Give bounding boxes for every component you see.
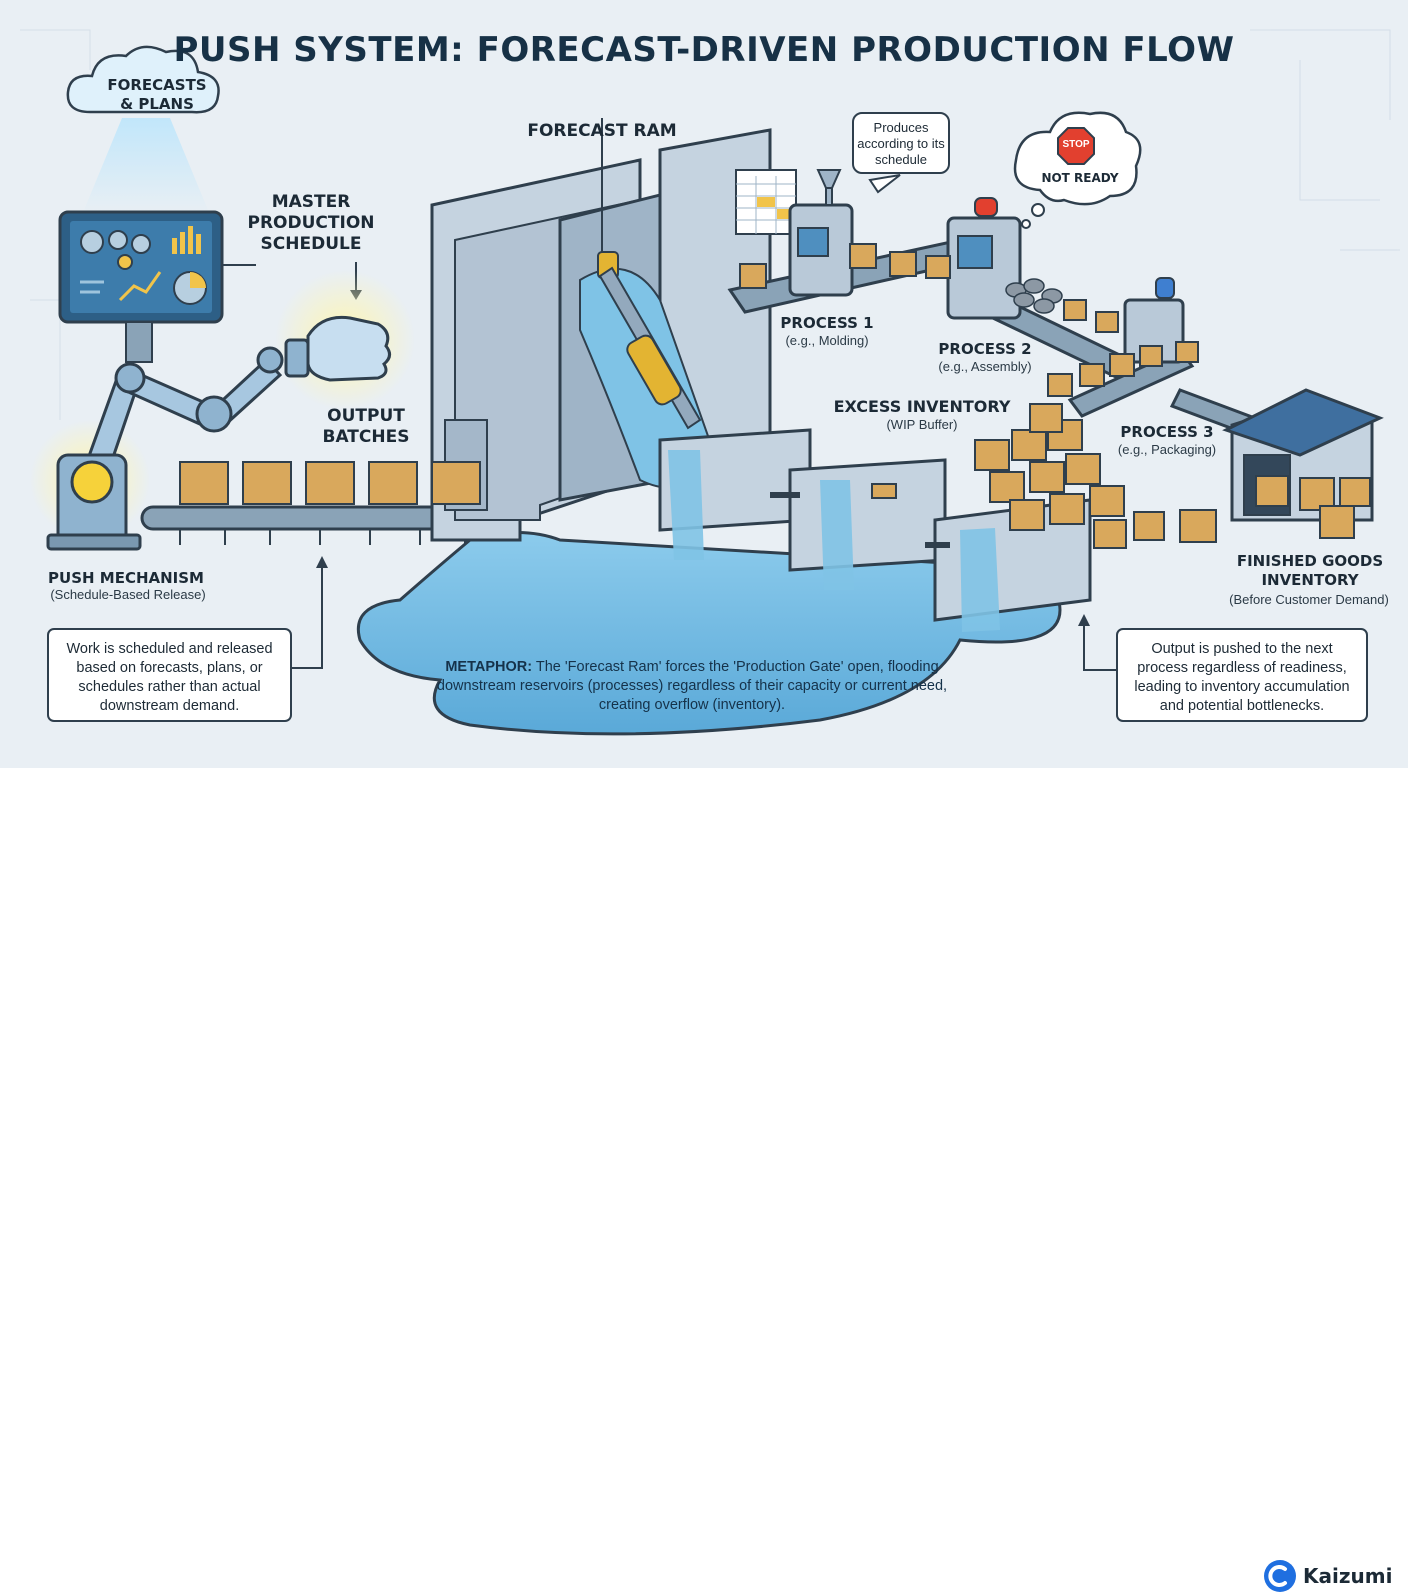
process-2-sub: (e.g., Assembly) bbox=[938, 359, 1032, 374]
stop-sign-text: STOP bbox=[1062, 139, 1090, 150]
process-2-label: PROCESS 2 bbox=[938, 340, 1032, 358]
page-title: PUSH SYSTEM: FORECAST-DRIVEN PRODUCTION … bbox=[173, 30, 1235, 70]
excess-inventory-sub: (WIP Buffer) bbox=[886, 417, 958, 432]
excess-inventory-label: EXCESS INVENTORY bbox=[833, 397, 1011, 416]
process-1-sub: (e.g., Molding) bbox=[785, 333, 869, 348]
scene-illustration bbox=[20, 29, 1400, 736]
diagram-canvas: PUSH SYSTEM: FORECAST-DRIVEN PRODUCTION … bbox=[0, 0, 1408, 768]
output-batches-label: OUTPUT BATCHES bbox=[322, 406, 410, 447]
finished-goods-label: FINISHED GOODS INVENTORY bbox=[1236, 552, 1384, 589]
brand-name: Kaizumi bbox=[1303, 1564, 1393, 1588]
footer: Kaizumi bbox=[0, 768, 1408, 1592]
circuit-decoration bbox=[20, 29, 1400, 420]
push-mechanism-label: PUSH MECHANISM bbox=[48, 569, 204, 587]
robot-arm bbox=[30, 270, 415, 551]
process-1-label: PROCESS 1 bbox=[780, 314, 874, 332]
stop-thought-cloud bbox=[1013, 111, 1142, 229]
inventory-boxes bbox=[179, 243, 1371, 549]
kaizumi-logo-icon bbox=[1264, 1560, 1296, 1592]
schedule-clipboard bbox=[735, 169, 797, 235]
not-ready-label: NOT READY bbox=[1041, 171, 1119, 185]
master-schedule-label: MASTER PRODUCTION SCHEDULE bbox=[247, 192, 375, 254]
right-note: Output is pushed to the next process reg… bbox=[1116, 628, 1368, 722]
process-1-machine bbox=[788, 169, 854, 297]
left-note: Work is scheduled and released based on … bbox=[47, 628, 292, 722]
metaphor-lead: METAPHOR: bbox=[445, 659, 533, 675]
speech-bubble: Produces according to its schedule bbox=[852, 112, 950, 174]
reservoirs bbox=[658, 428, 1092, 632]
forecast-ram-label: FORECAST RAM bbox=[527, 121, 677, 141]
push-mechanism-sub: (Schedule-Based Release) bbox=[50, 587, 206, 602]
schedule-monitor bbox=[58, 210, 224, 363]
metaphor-body: The 'Forecast Ram' forces the 'Productio… bbox=[436, 659, 948, 713]
process-3-sub: (e.g., Packaging) bbox=[1117, 442, 1217, 457]
process-3-label: PROCESS 3 bbox=[1120, 423, 1214, 441]
forecast-cloud bbox=[66, 45, 220, 215]
finished-goods-sub: (Before Customer Demand) bbox=[1229, 592, 1389, 607]
metaphor-text: METAPHOR: The 'Forecast Ram' forces the … bbox=[432, 658, 952, 715]
forecasts-plans-label: FORECASTS & PLANS bbox=[107, 76, 207, 113]
process-2-machine bbox=[946, 197, 1063, 320]
